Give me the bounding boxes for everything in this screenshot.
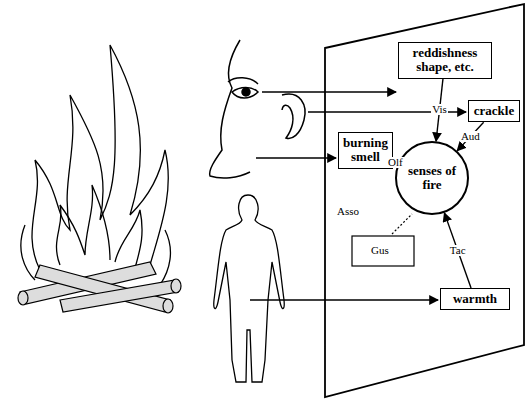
node-text: warmth bbox=[445, 292, 505, 306]
sense-label: Gus bbox=[370, 245, 390, 256]
percept-box: burning smell bbox=[338, 132, 393, 169]
human-figure bbox=[214, 195, 284, 382]
sense-label: Asso bbox=[336, 206, 360, 217]
logs bbox=[18, 262, 181, 313]
empty-box bbox=[352, 236, 414, 266]
node-text: senses of fire bbox=[404, 164, 460, 193]
edge-label: Olf bbox=[387, 157, 404, 168]
asso-dotted-line bbox=[392, 214, 412, 234]
percept-box: crackle bbox=[468, 100, 520, 122]
edge-label: Aud bbox=[460, 131, 481, 142]
edge-label: Tac bbox=[449, 245, 467, 256]
circle-text: senses of fire bbox=[404, 164, 460, 193]
fire bbox=[21, 45, 171, 285]
node-text: reddishness shape, etc. bbox=[403, 46, 487, 75]
panel bbox=[325, 4, 524, 397]
edge-label: Vis bbox=[431, 104, 448, 115]
percept-box: reddishness shape, etc. bbox=[398, 42, 492, 79]
percept-box: warmth bbox=[440, 288, 510, 310]
sense-connector bbox=[444, 213, 471, 288]
concept-circle: senses of fire bbox=[395, 141, 469, 215]
node-text: crackle bbox=[473, 104, 515, 118]
node-text: burning smell bbox=[343, 136, 388, 165]
sense-connector bbox=[457, 122, 484, 151]
